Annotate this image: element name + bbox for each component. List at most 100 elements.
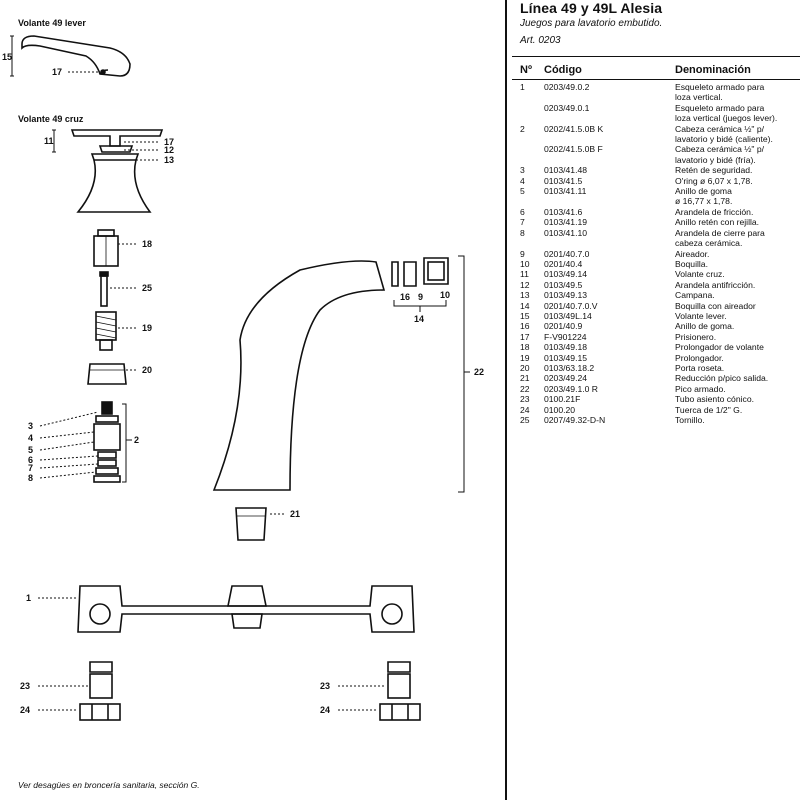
row-description: Esqueleto armado para loza vertical. (675, 82, 765, 103)
spout-part (212, 260, 386, 491)
valve-body-part (77, 585, 415, 633)
row-description: Cabeza cerámica ½" p/ lavatorio y bidé (… (675, 144, 765, 165)
row-number: 6 (520, 206, 525, 217)
row-code: 0103/49.5 (544, 279, 583, 290)
row-number: 23 (520, 394, 530, 405)
row-description: Tubo asiento cónico. (675, 394, 754, 405)
row-description: Arandela de cierre para cabeza cerámica. (675, 227, 765, 249)
row-number: 10 (520, 258, 530, 269)
callout-22: 22 (474, 367, 484, 377)
row-code: 0103/41.11 (544, 186, 587, 197)
row-code: 0103/49.14 (544, 269, 588, 280)
row-number: 14 (520, 300, 530, 311)
table-header-rule (512, 79, 800, 80)
callout-16: 16 (400, 292, 410, 302)
row-code: 0203/49.0.2 (544, 82, 590, 92)
callout-19: 19 (142, 323, 152, 333)
row-number: 3 (520, 165, 525, 176)
row-number (520, 103, 544, 124)
row-number: 24 (520, 404, 530, 415)
callout-17-lever: 17 (52, 67, 62, 77)
row-number: 20 (520, 362, 530, 373)
conical-seat-tube-left (89, 661, 113, 699)
row-description: Porta roseta. (675, 362, 725, 373)
row-code: 0103/41.6 (544, 206, 583, 217)
row-description: Pico armado. (675, 383, 726, 394)
row-code: 0103/49.13 (544, 290, 588, 301)
lever-handle-title: Volante 49 lever (18, 18, 86, 28)
callout-2: 2 (134, 435, 139, 445)
row-description: Tuerca de 1/2" G. (675, 404, 743, 415)
row-code: 0103/49L.14 (544, 310, 592, 321)
callout-5: 5 (28, 445, 33, 455)
row-number: 11 (520, 269, 529, 280)
row-code: 0201/40.7.0 (544, 248, 590, 259)
callout-9: 9 (418, 292, 423, 302)
row-description: Arandela antifricción. (675, 279, 756, 290)
callout-24-left: 24 (20, 705, 30, 715)
row-number: 22 (520, 383, 530, 394)
row-number: 16 (520, 321, 530, 332)
nut-right (379, 703, 421, 721)
conical-seat-tube-right (387, 661, 411, 699)
row-code: 0203/49.24 (544, 373, 588, 384)
column-header-number: Nº (520, 64, 532, 76)
article-number: Art. 0203 (520, 35, 561, 46)
callout-21: 21 (290, 509, 300, 519)
row-number: 4 (520, 175, 525, 186)
callout-15: 15 (2, 52, 12, 62)
callout-8: 8 (28, 473, 33, 483)
parts-list-panel: Línea 49 y 49L Alesia Juegos para lavato… (512, 0, 800, 800)
ceramic-cartridge-part (93, 401, 132, 483)
callout-17-cross: 17 (164, 137, 174, 147)
callout-7: 7 (28, 463, 33, 473)
row-code: 0103/41.5 (544, 175, 583, 186)
callout-14: 14 (414, 314, 424, 324)
row-description: Prisionero. (675, 331, 717, 342)
callout-25: 25 (142, 283, 152, 293)
table-row: 0202/41.5.0B F Cabeza cerámica ½" p/ lava… (520, 144, 800, 165)
row-number: 8 (520, 227, 525, 238)
row-description: Volante cruz. (675, 269, 725, 280)
row-description: Volante lever. (675, 310, 727, 321)
row-number: 13 (520, 290, 530, 301)
row-code: 0103/49.18 (544, 342, 588, 353)
row-number: 19 (520, 352, 530, 363)
page-subtitle: Juegos para lavatorio embutido. (520, 18, 663, 29)
row-number (520, 144, 544, 165)
row-description: Anillo retén con rejilla. (675, 217, 760, 228)
row-code: 0103/41.19 (544, 217, 588, 228)
row-code: 0202/41.5.0B K (544, 123, 604, 134)
callout-11: 11 (44, 136, 54, 146)
callout-23-left: 23 (20, 681, 30, 691)
callout-4: 4 (28, 433, 33, 443)
aerator-part (391, 257, 449, 287)
row-code: 0201/40.4 (544, 258, 583, 269)
row-code: 0202/41.5.0B F (544, 144, 603, 155)
callout-23-right: 23 (320, 681, 330, 691)
row-code: 0207/49.32-D-N (544, 415, 606, 425)
row-description: Boquilla. (675, 258, 708, 269)
column-header-name: Denominación (675, 64, 751, 76)
row-number: 17 (520, 331, 530, 342)
row-description: Anillo de goma. (675, 321, 735, 332)
screw-part (99, 271, 109, 307)
